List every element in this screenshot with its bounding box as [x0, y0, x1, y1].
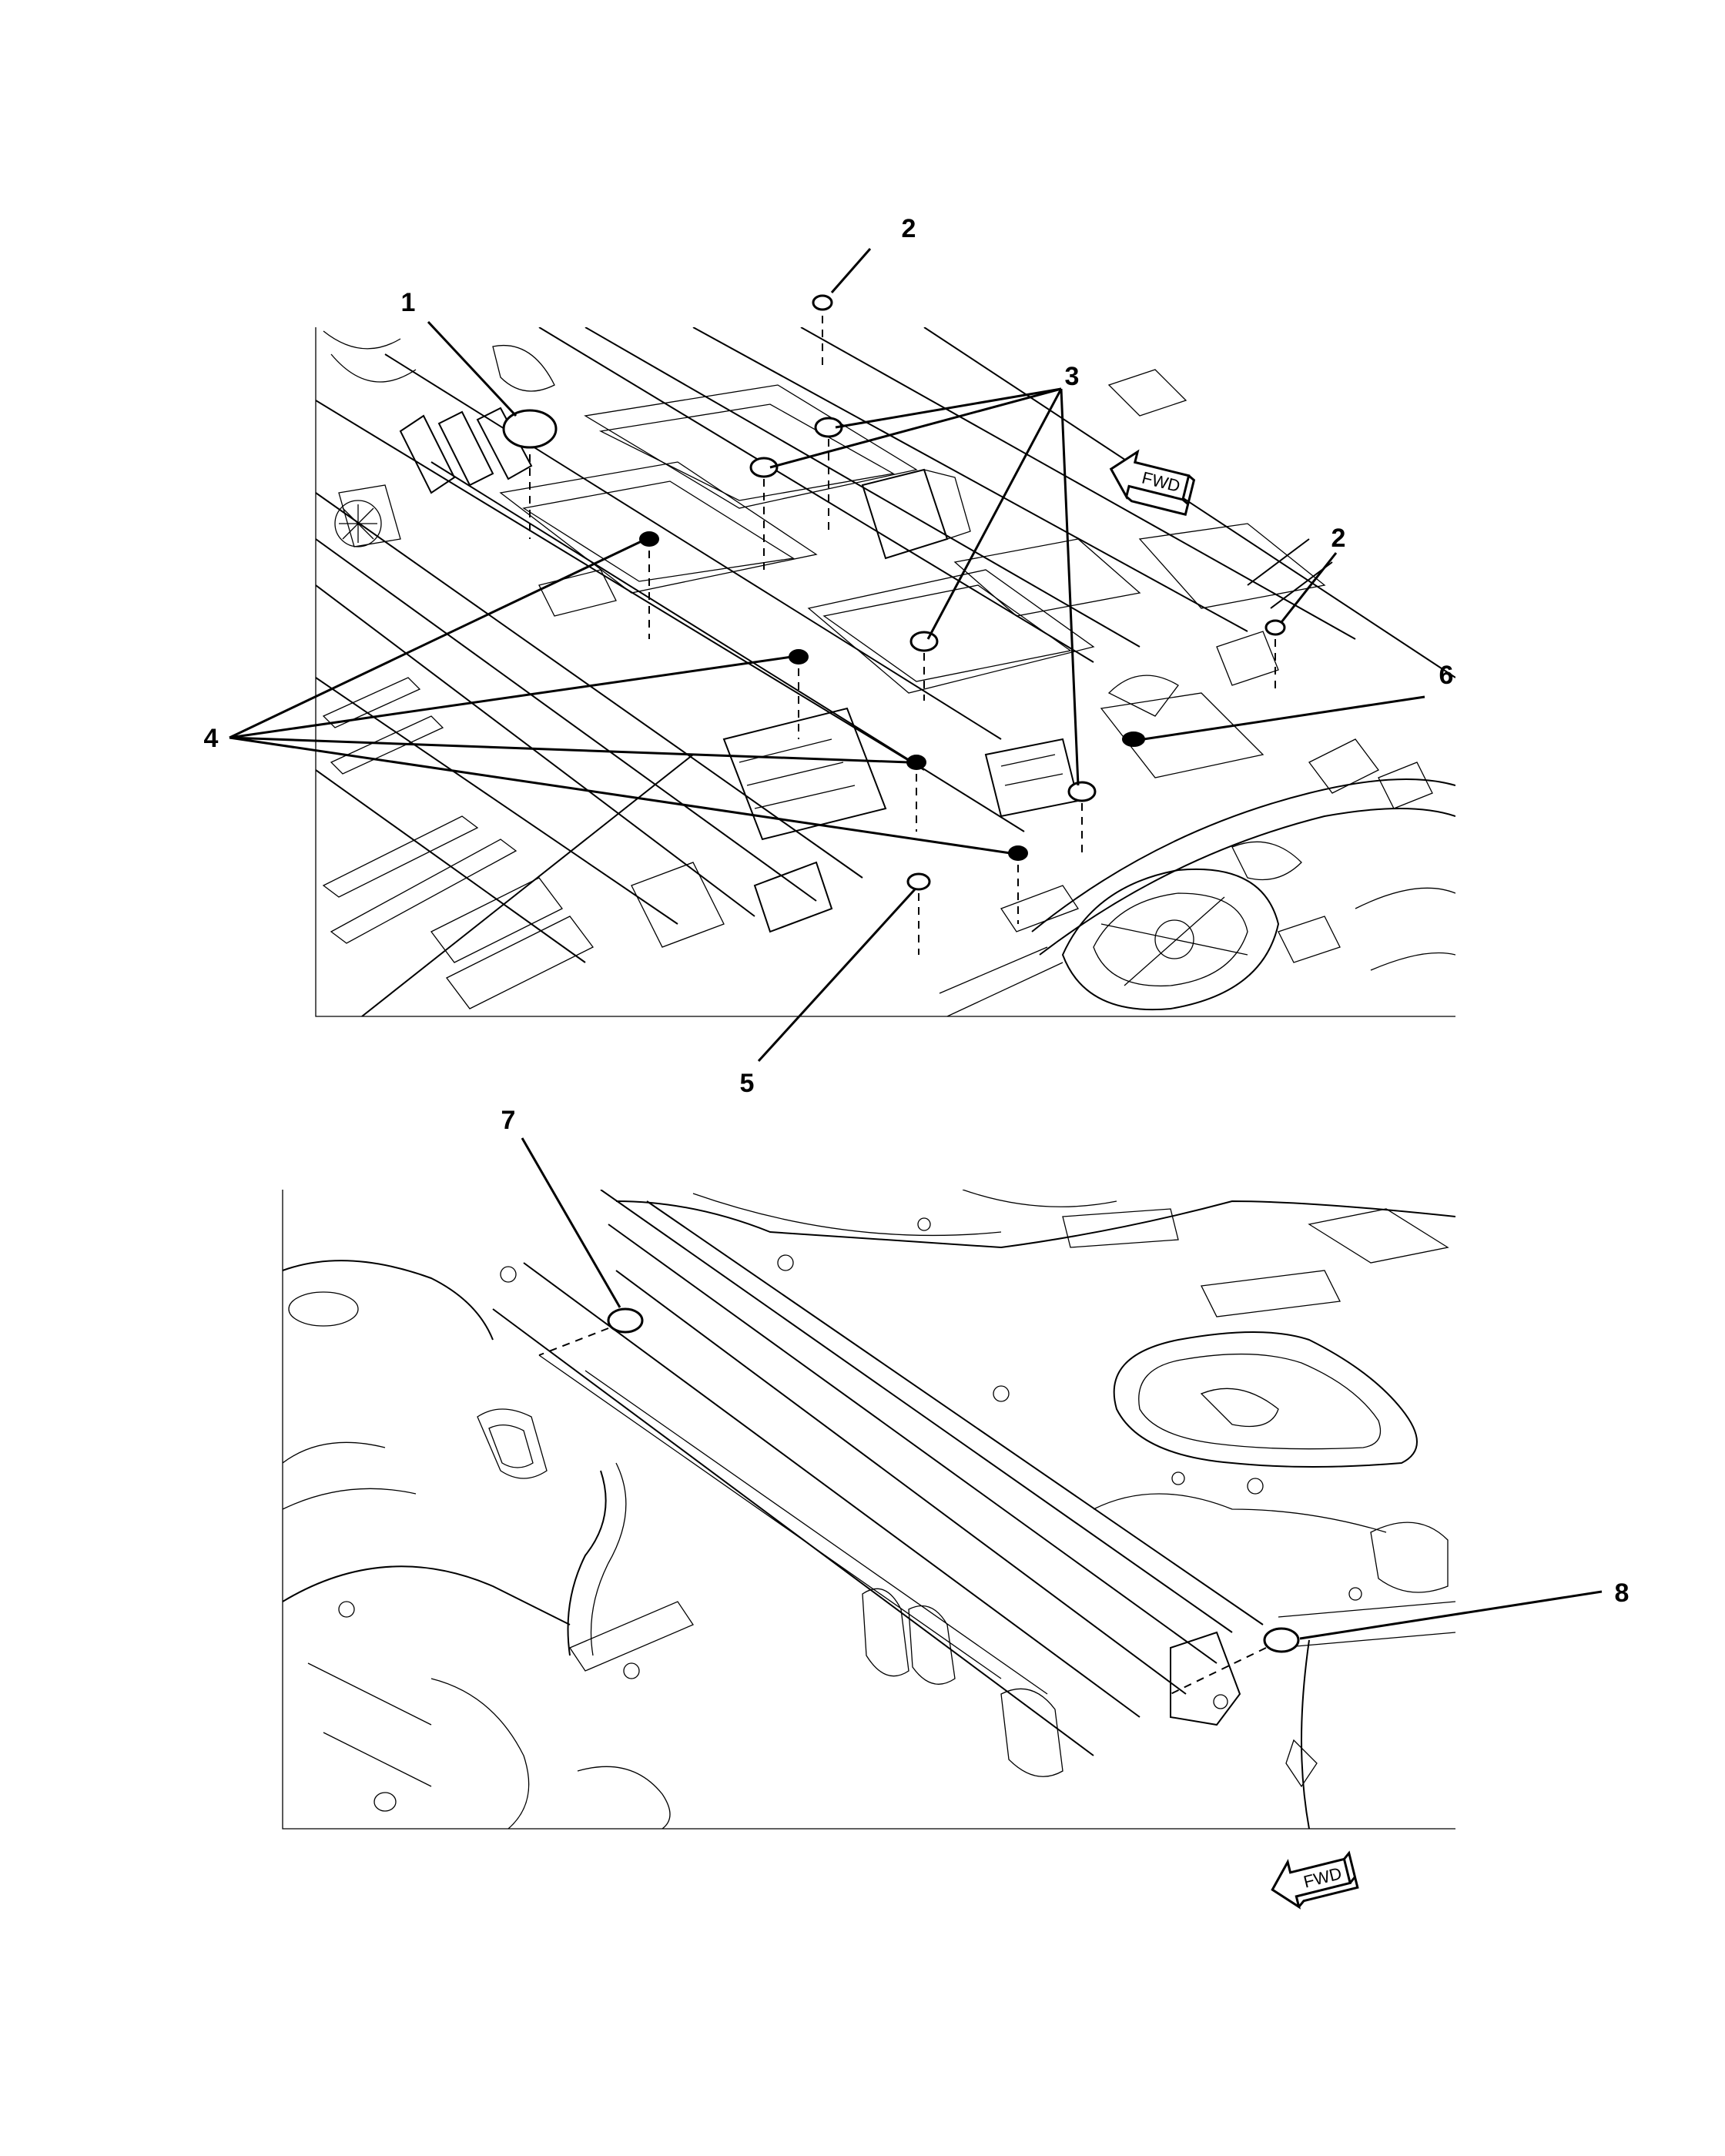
hole-plug-3-c	[909, 631, 939, 701]
hole-plug-3-d	[1067, 781, 1097, 855]
hole-plug-3-b	[749, 457, 779, 570]
callout-5: 5	[740, 1069, 755, 1098]
callout-7: 7	[501, 1106, 516, 1135]
callout-6: 6	[1439, 661, 1454, 690]
callout-3: 3	[1065, 362, 1080, 391]
forward-direction-arrow-icon-lower: FWD	[1271, 1850, 1359, 1910]
lower-rear-panel-view: 7 8 FWD	[282, 1106, 1630, 1910]
callout-1: 1	[401, 288, 416, 317]
plug-6	[1122, 732, 1145, 747]
upper-floor-pan-view: 1 2 3 2 6 4 5 FWD	[204, 214, 1455, 1098]
plug-4-b	[789, 649, 809, 739]
hole-plug-8	[1170, 1627, 1300, 1695]
hole-plug-7	[538, 1307, 644, 1356]
callout-2-top: 2	[902, 214, 916, 243]
hole-plug-1	[502, 409, 558, 539]
forward-direction-arrow-icon: FWD	[1109, 449, 1196, 517]
callout-8: 8	[1615, 1578, 1630, 1608]
plug-4-c	[906, 755, 926, 832]
plug-4-a	[639, 531, 659, 639]
callout-4: 4	[204, 724, 219, 753]
plug-5	[906, 872, 931, 955]
hole-plug-3-a	[814, 417, 843, 531]
nut-2-right	[1264, 619, 1286, 693]
nut-2-upper	[812, 294, 833, 370]
callout-2-right: 2	[1331, 524, 1346, 553]
plug-4-d	[1008, 845, 1028, 924]
